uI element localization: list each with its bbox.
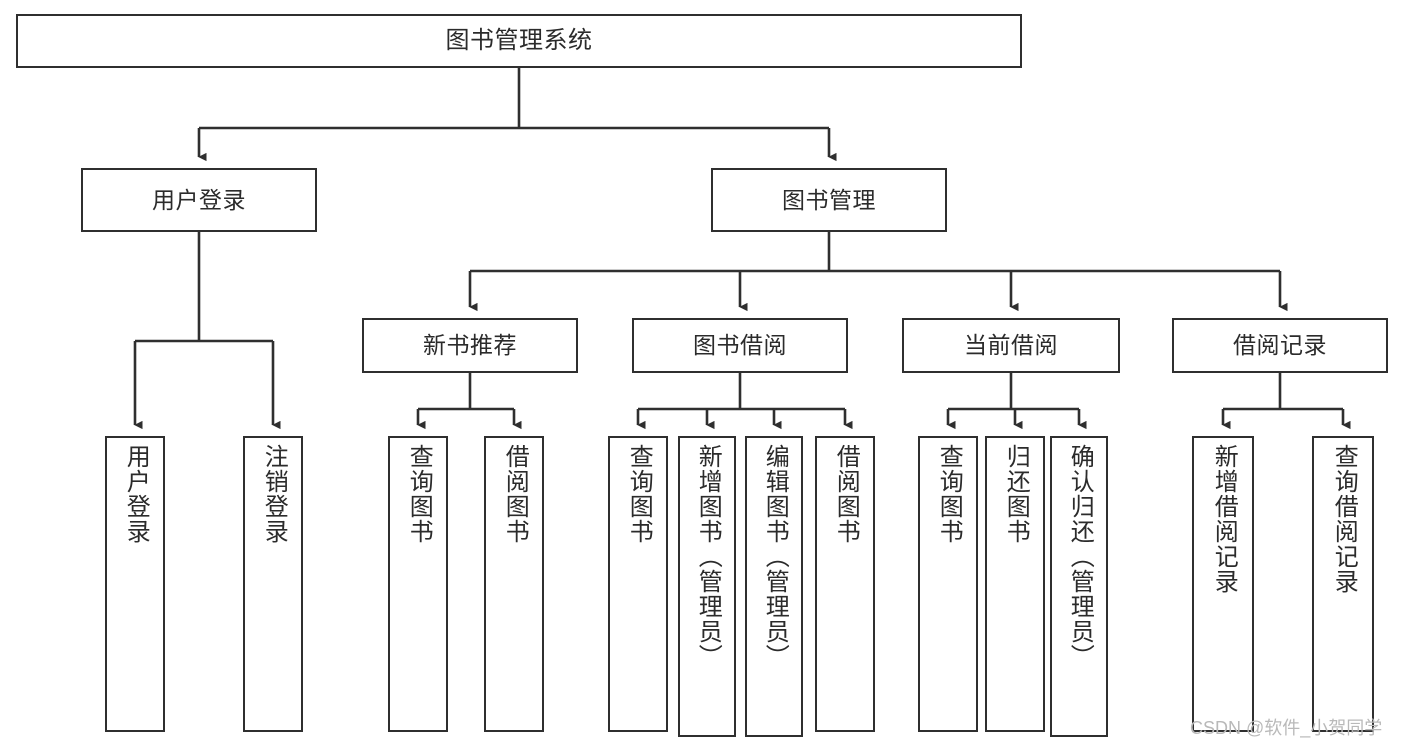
- node-label: 确认归还（管理员）: [1066, 444, 1094, 669]
- node-book-borrowing[interactable]: 图书借阅: [632, 318, 848, 373]
- node-label: 借阅记录: [1233, 332, 1327, 359]
- node-label: 归还图书: [1002, 444, 1030, 544]
- node-label: 注销登录: [260, 444, 288, 544]
- node-leaf-borrow-book-b[interactable]: 借阅图书: [815, 436, 875, 732]
- node-label: 查询借阅记录: [1330, 444, 1358, 594]
- node-leaf-return-book[interactable]: 归还图书: [985, 436, 1045, 732]
- node-label: 用户登录: [122, 444, 150, 544]
- node-book-management[interactable]: 图书管理: [711, 168, 947, 232]
- node-label: 借阅图书: [832, 444, 860, 544]
- watermark: CSDN @软件_小贺同学: [1190, 718, 1383, 738]
- node-label: 图书管理系统: [445, 27, 593, 55]
- node-new-book-recommendation[interactable]: 新书推荐: [362, 318, 578, 373]
- node-leaf-borrow-book-a[interactable]: 借阅图书: [484, 436, 544, 732]
- node-label: 查询图书: [405, 444, 433, 544]
- node-label: 新增图书（管理员）: [694, 444, 722, 669]
- node-label: 图书借阅: [693, 332, 787, 359]
- node-leaf-query-book-c[interactable]: 查询图书: [918, 436, 978, 732]
- node-leaf-add-book-admin[interactable]: 新增图书（管理员）: [678, 436, 736, 737]
- node-leaf-query-borrow-record[interactable]: 查询借阅记录: [1312, 436, 1374, 732]
- node-label: 新书推荐: [423, 332, 517, 359]
- node-user-login[interactable]: 用户登录: [81, 168, 317, 232]
- node-label: 借阅图书: [501, 444, 529, 544]
- node-current-borrowing[interactable]: 当前借阅: [902, 318, 1120, 373]
- node-leaf-logout[interactable]: 注销登录: [243, 436, 303, 732]
- node-label: 查询图书: [625, 444, 653, 544]
- node-label: 查询图书: [935, 444, 963, 544]
- node-leaf-confirm-return-admin[interactable]: 确认归还（管理员）: [1050, 436, 1108, 737]
- node-label: 用户登录: [152, 186, 246, 213]
- node-label: 当前借阅: [964, 332, 1058, 359]
- node-borrow-record[interactable]: 借阅记录: [1172, 318, 1388, 373]
- node-label: 新增借阅记录: [1210, 444, 1238, 594]
- node-leaf-user-login[interactable]: 用户登录: [105, 436, 165, 732]
- node-leaf-edit-book-admin[interactable]: 编辑图书（管理员）: [745, 436, 803, 737]
- node-leaf-query-book-a[interactable]: 查询图书: [388, 436, 448, 732]
- node-book-management-system[interactable]: 图书管理系统: [16, 14, 1022, 68]
- node-label: 编辑图书（管理员）: [761, 444, 789, 669]
- node-leaf-add-borrow-record[interactable]: 新增借阅记录: [1192, 436, 1254, 732]
- node-leaf-query-book-b[interactable]: 查询图书: [608, 436, 668, 732]
- node-label: 图书管理: [782, 186, 876, 213]
